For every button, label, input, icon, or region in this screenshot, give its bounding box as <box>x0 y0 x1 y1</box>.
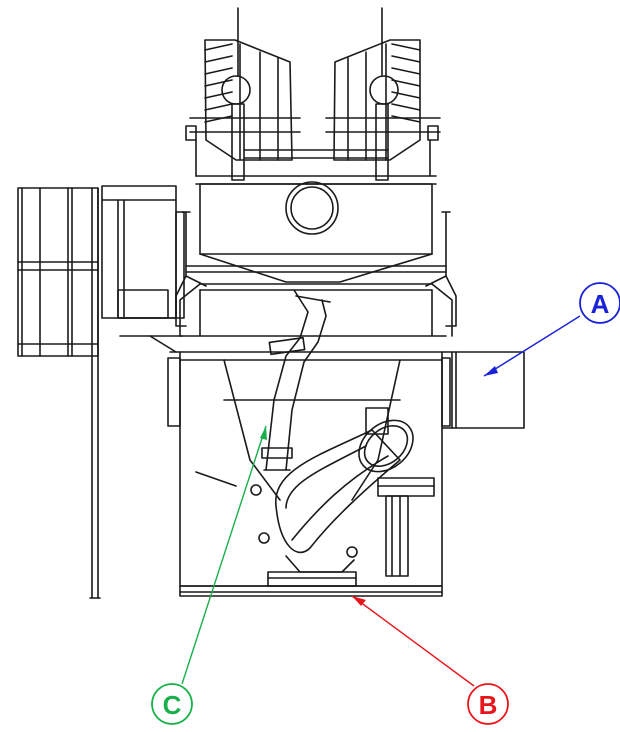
left-motor <box>185 7 301 181</box>
screw-conveyor <box>250 407 435 587</box>
side-platform <box>17 185 185 599</box>
callout-b: B <box>351 595 509 725</box>
callout-b-label: B <box>479 690 498 720</box>
callout-a: A <box>483 282 620 377</box>
callout-c: C <box>151 425 267 725</box>
callout-a-label: A <box>591 289 610 319</box>
side-duct-box <box>441 351 525 429</box>
right-motor <box>325 7 441 181</box>
callout-c-label: C <box>163 690 182 720</box>
upper-hopper <box>119 149 457 353</box>
lower-housing <box>167 351 451 597</box>
discharge-pipe <box>261 289 331 471</box>
